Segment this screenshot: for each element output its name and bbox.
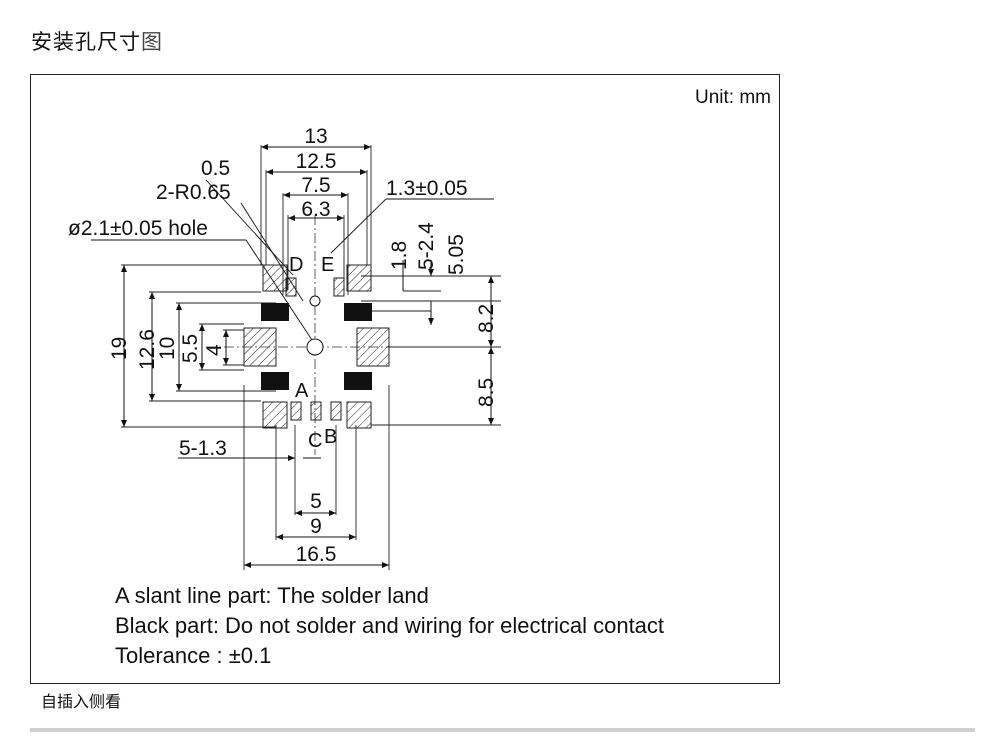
page-title-main: 安装孔尺寸 [31,30,141,54]
dim-8-5: 8.5 [475,378,498,407]
dim-5-2-4: 5-2.4 [415,222,438,270]
pin-label-a: A [295,380,309,402]
note-solder-land: A slant line part: The solder land [115,583,429,608]
solder-lands [243,264,390,429]
pin-label-b: B [324,426,337,448]
dim-2-r0-65: 2-R0.65 [156,181,231,204]
dim-12-5: 12.5 [296,150,337,173]
unit-label: Unit: mm [695,87,771,108]
dim-5-1-3: 5-1.3 [179,437,227,460]
dim-0-5: 0.5 [201,157,230,180]
page-title-last: 图 [141,30,163,54]
pin-label-c: C [308,430,322,452]
dim-13: 13 [304,125,327,148]
mounting-hole-drawing: 13 12.5 0.5 7.5 2-R0.65 6.3 ø2.1±0.05 ho… [68,125,501,570]
dimension-lines [121,144,494,568]
drawing-notes: A slant line part: The solder land Black… [115,581,664,671]
note-tolerance: Tolerance : ±0.1 [115,643,272,668]
page-title: 安装孔尺寸图 [31,26,163,56]
dim-10: 10 [156,337,179,360]
dim-1-8: 1.8 [388,241,411,270]
dim-5-5: 5.5 [179,334,202,363]
mounting-holes [306,295,324,356]
dim-5-05: 5.05 [445,234,468,275]
dim-9: 9 [310,515,322,538]
note-black-part: Black part: Do not solder and wiring for… [115,613,665,638]
dim-6-3: 6.3 [301,198,330,221]
drawing-frame: Unit: mm [30,74,780,684]
pin-label-e: E [321,254,334,276]
dim-4: 4 [203,344,226,356]
divider [30,728,975,732]
figure-caption: 自插入侧看 [41,692,122,711]
no-solder-areas [261,303,372,390]
dim-12-6: 12.6 [136,329,159,370]
dim-hole: ø2.1±0.05 hole [68,217,208,240]
dim-8-2: 8.2 [475,304,498,333]
dim-19: 19 [108,337,131,360]
pin-label-d: D [289,254,303,276]
dim-1-3-tol: 1.3±0.05 [386,177,468,200]
dim-16-5: 16.5 [296,543,337,566]
dim-5: 5 [310,490,322,513]
dim-7-5: 7.5 [301,174,330,197]
